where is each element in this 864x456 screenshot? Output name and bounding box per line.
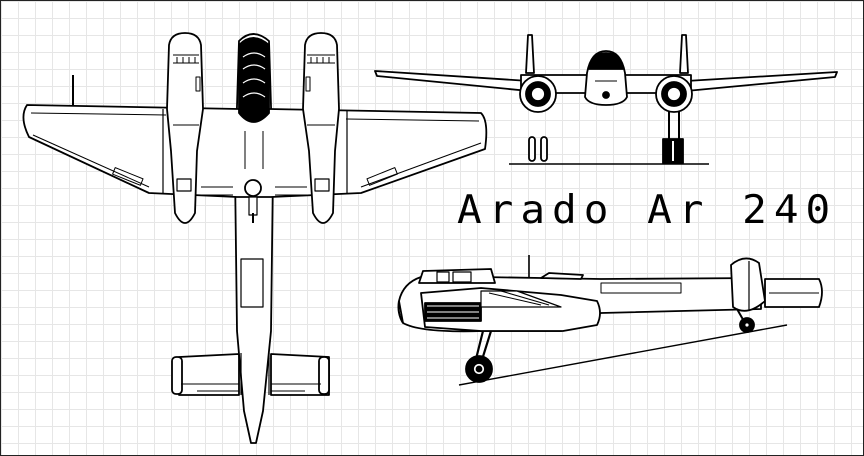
- top-view-left-engine-nacelle: [166, 32, 204, 224]
- top-view-wing: [22, 104, 488, 198]
- front-view-left-wing: [374, 70, 530, 92]
- side-view-fin: [730, 257, 766, 312]
- front-view: [374, 34, 838, 165]
- top-view-tailplane: [178, 353, 240, 396]
- top-view-glazed-nose: [238, 37, 270, 123]
- aircraft-title: Arado Ar 240: [457, 187, 838, 233]
- top-view: [22, 32, 488, 444]
- side-view: [397, 255, 823, 386]
- front-view-right-wing: [685, 71, 838, 92]
- top-view-right-engine-nacelle: [302, 32, 340, 224]
